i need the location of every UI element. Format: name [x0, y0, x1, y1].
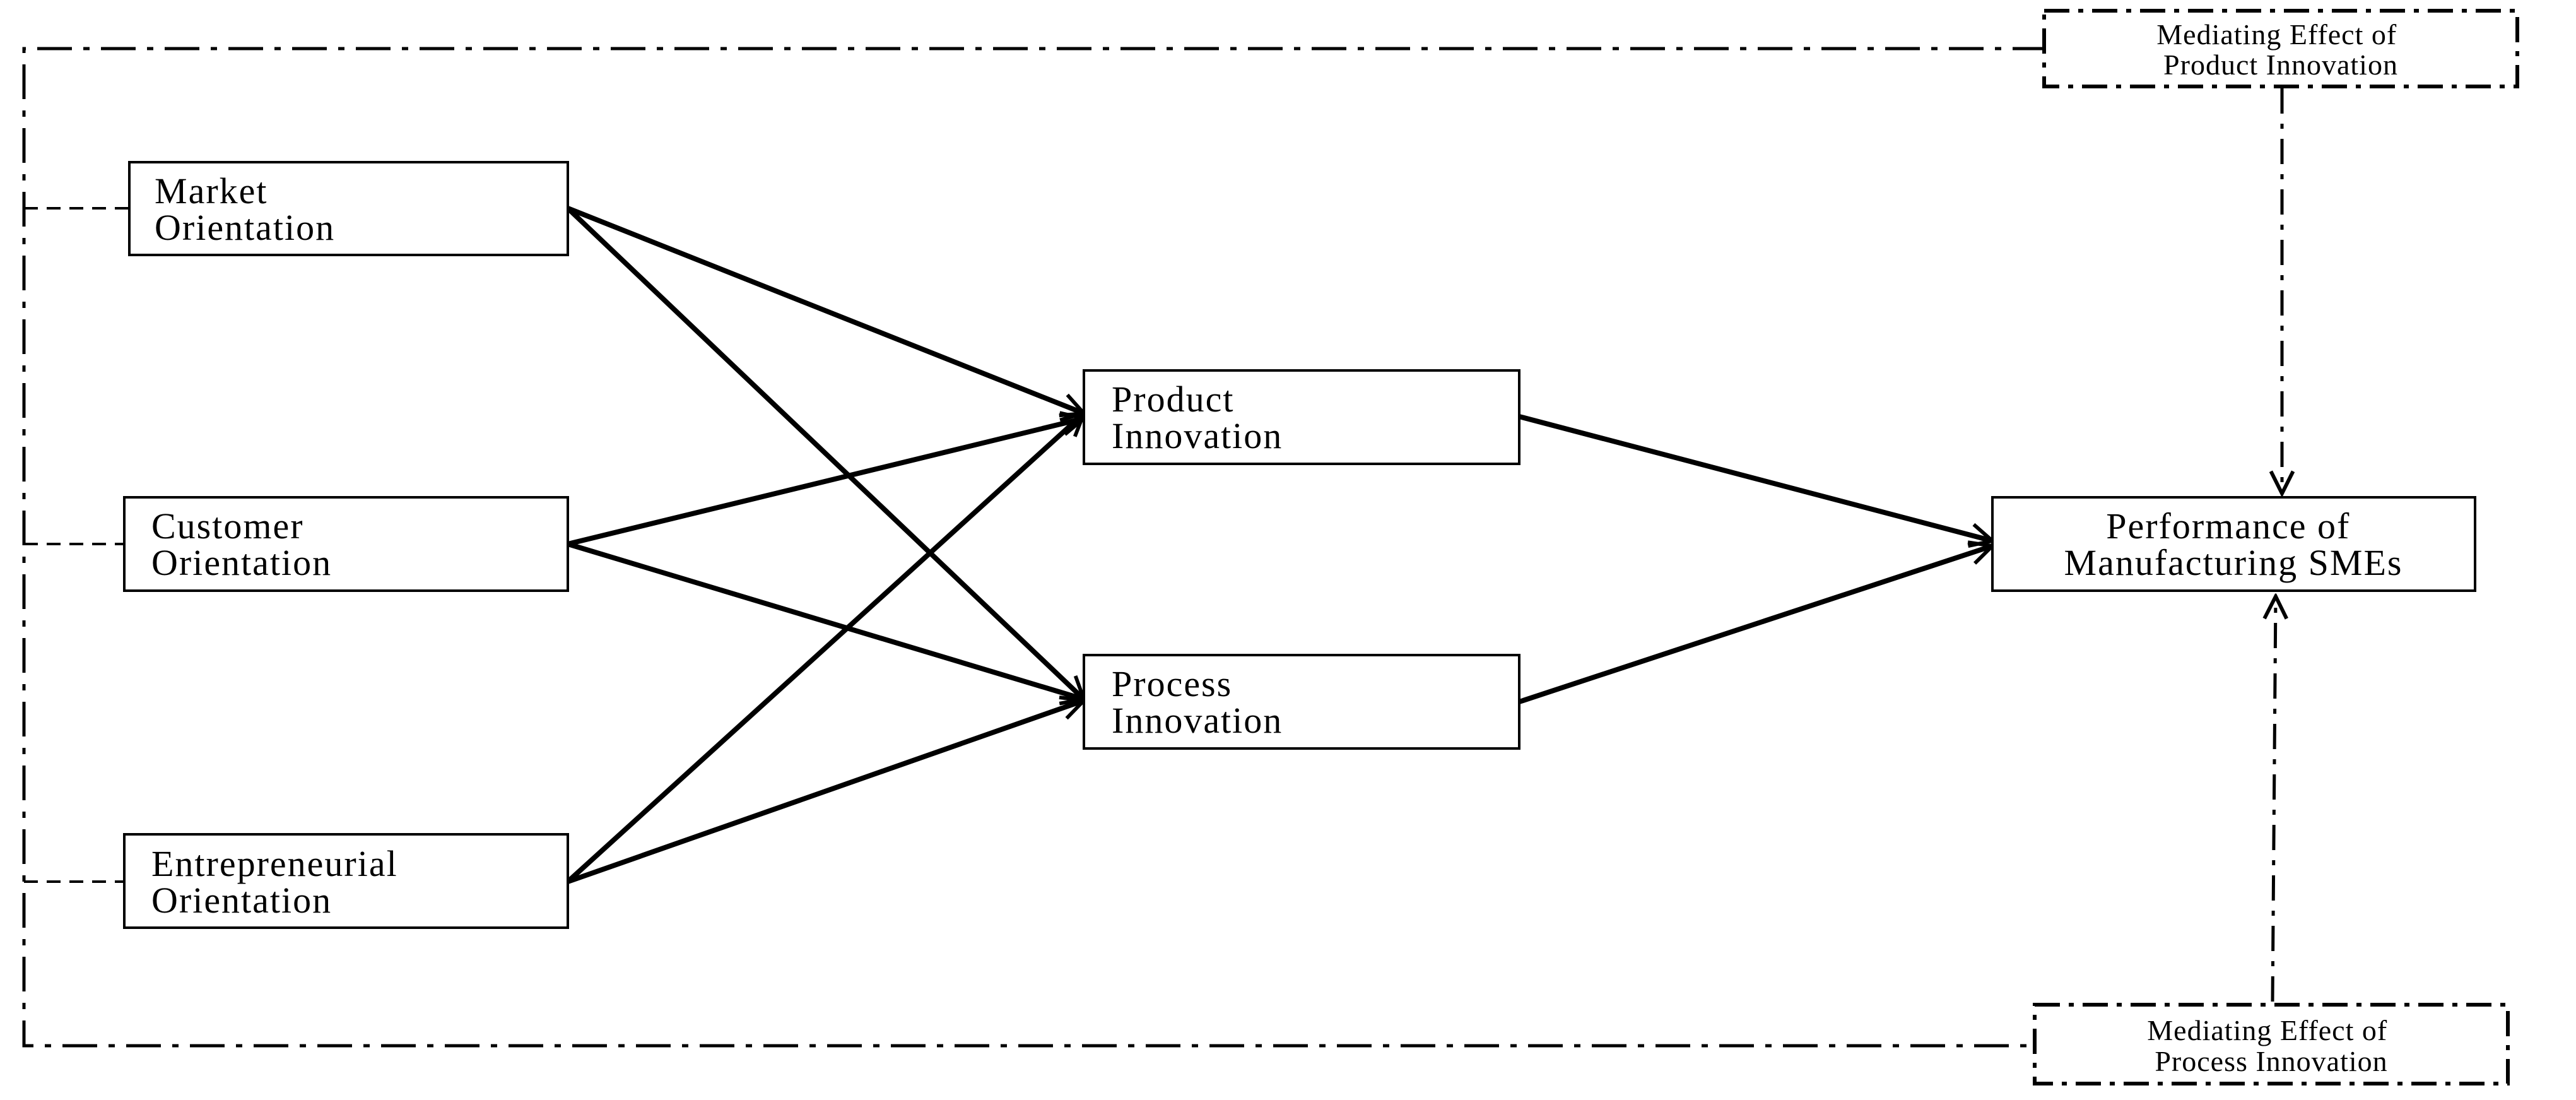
- top-mediation-line: [22, 47, 2047, 1048]
- entrepreneurial-orientation-label: Entrepreneurial Orientation: [151, 843, 408, 921]
- arrow-customer-to-process: [567, 541, 1084, 699]
- performance-label: Performance of Manufacturing SMEs: [2064, 506, 2403, 583]
- product-innovation-label: Product Innovation: [1112, 379, 1283, 456]
- boxes: [123, 161, 2476, 929]
- customer-orientation-box: [123, 496, 569, 592]
- path-arrows: [566, 206, 1992, 884]
- arrow-market-to-product: [567, 206, 1084, 413]
- med-process-arrow: [2273, 596, 2276, 1002]
- market-orientation-label: Market Orientation: [155, 170, 335, 248]
- arrow-entrepreneurial-to-process: [567, 701, 1084, 884]
- arrow-product-to-performance: [1518, 414, 1992, 541]
- process-innovation-box: [1083, 654, 1520, 750]
- customer-orientation-label: Customer Orientation: [151, 506, 332, 583]
- frame-connectors: [24, 207, 129, 883]
- arrow-market-to-process: [566, 206, 1084, 699]
- mediation-frame: [22, 47, 2047, 1048]
- arrow-process-to-performance: [1518, 546, 1992, 704]
- arrow-customer-to-product: [567, 418, 1084, 547]
- mediating-process-box: [2033, 1003, 2510, 1085]
- process-innovation-label: Process Innovation: [1112, 663, 1283, 741]
- mediating-product-box: [2042, 9, 2519, 88]
- mediating-boxes: [2033, 9, 2519, 1085]
- product-innovation-box: [1083, 369, 1520, 465]
- mediation-arrows: [2273, 88, 2282, 1002]
- mediating-product-label: Mediating Effect of Product Innovation: [2156, 18, 2404, 81]
- market-orientation-box: [128, 161, 569, 256]
- entrepreneurial-orientation-box: [123, 833, 569, 929]
- mediating-process-label: Mediating Effect of Process Innovation: [2147, 1014, 2395, 1077]
- performance-box: [1991, 496, 2476, 592]
- arrow-entrepreneurial-to-product: [566, 413, 1084, 884]
